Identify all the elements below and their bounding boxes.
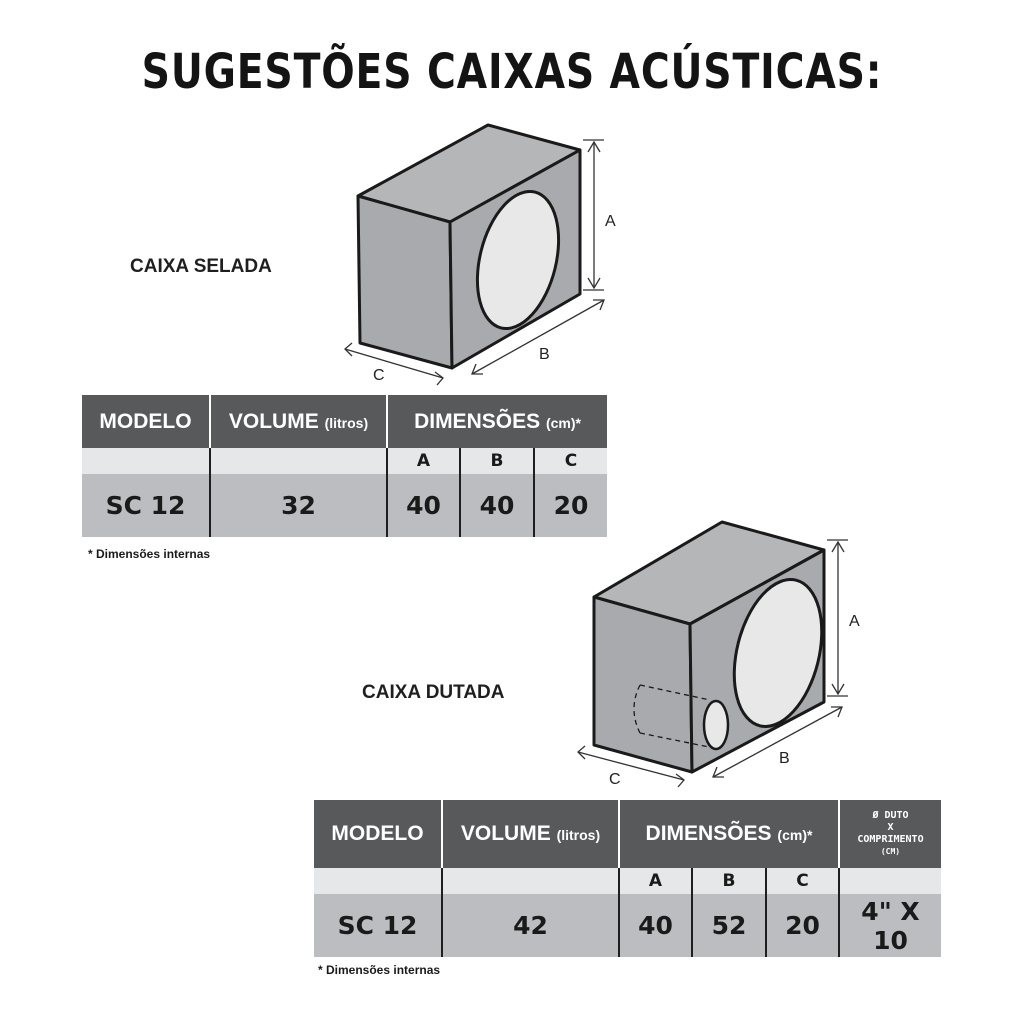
cell-b: 40 [460,474,535,537]
header-dimensoes: DIMENSÕES (cm)* [619,800,840,868]
dimension-lines [344,139,605,386]
dimension-label-b: B [779,750,790,767]
subheader-blank [82,448,211,474]
header-volume: VOLUME (litros) [210,395,388,448]
dimension-label-c: C [609,771,621,788]
cell-modelo: SC 12 [82,474,211,537]
dimension-lines [577,539,848,788]
dimension-line-c [344,348,444,379]
ported-spec-table: MODELO VOLUME (litros) DIMENSÕES (cm)* Ø… [314,800,941,957]
dimension-line-b [471,299,605,375]
speaker-cone [475,189,561,331]
subheader-blank [839,868,941,894]
cell-duto: 4" X 10 [839,894,941,957]
header-modelo: MODELO [314,800,443,868]
port-opening [702,699,730,751]
cell-a: 40 [619,894,693,957]
page-title: SUGESTÕES CAIXAS ACÚSTICAS: [141,44,883,100]
header-volume: VOLUME (litros) [442,800,620,868]
cell-a: 40 [387,474,461,537]
cell-modelo: SC 12 [314,894,443,957]
dimension-label-a: A [605,213,616,230]
subheader-b: B [692,868,767,894]
cell-c: 20 [766,894,840,957]
subheader-blank [314,868,443,894]
dimension-label-b: B [539,346,550,363]
ported-footnote: * Dimensões internas [318,963,441,977]
box-side-face [592,595,694,774]
sealed-box-diagram: A B C [344,123,616,386]
cell-c: 20 [534,474,608,537]
ported-box-illustration [592,520,826,774]
sealed-footnote: * Dimensões internas [88,547,211,561]
header-modelo: MODELO [82,395,211,448]
dimension-line-c [577,751,685,781]
subheader-blank [442,868,620,894]
dimension-label-a: A [849,613,860,630]
cell-volume: 42 [442,894,620,957]
header-dimensoes: DIMENSÕES (cm)* [387,395,608,448]
dimension-label-c: C [373,367,385,384]
subheader-c: C [766,868,840,894]
ported-box-diagram: A B C [577,520,860,788]
subheader-blank [210,448,388,474]
speaker-cone [732,578,824,728]
subheader-b: B [460,448,535,474]
dimension-line-b [712,706,843,778]
subheader-a: A [387,448,461,474]
cell-volume: 32 [210,474,388,537]
subheader-c: C [534,448,608,474]
ported-box-label: CAIXA DUTADA [362,682,505,703]
sealed-box-illustration [356,123,582,370]
sealed-spec-table: MODELO VOLUME (litros) DIMENSÕES (cm)* A… [82,395,608,537]
sealed-box-label: CAIXA SELADA [130,256,272,277]
port-tube-dashed [633,684,715,749]
subheader-a: A [619,868,693,894]
header-duto: Ø DUTO X COMPRIMENTO (CM) [839,800,941,868]
cell-b: 52 [692,894,767,957]
